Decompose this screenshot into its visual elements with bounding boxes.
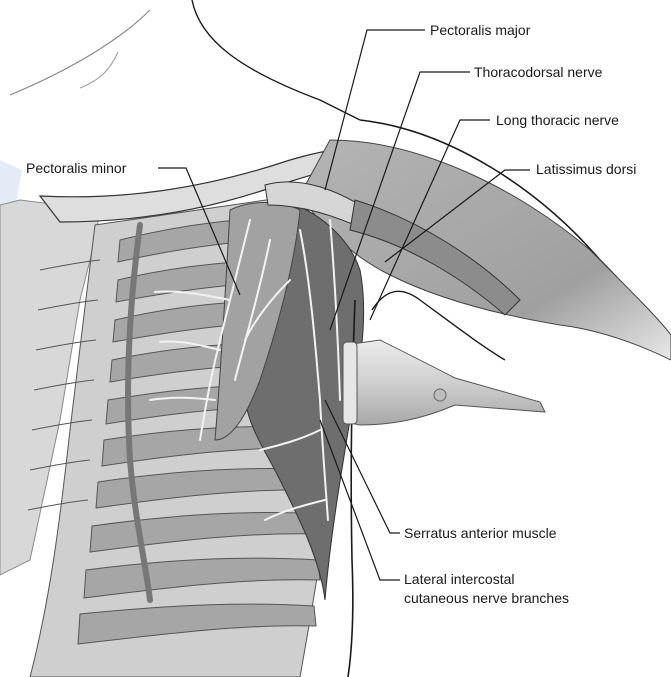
label-pectoralis-major: Pectoralis major — [430, 22, 530, 39]
ultrasound-probe — [343, 340, 545, 425]
label-serratus-anterior-muscle: Serratus anterior muscle — [404, 525, 557, 542]
label-pectoralis-minor: Pectoralis minor — [26, 160, 126, 177]
label-latissimus-dorsi: Latissimus dorsi — [536, 161, 636, 178]
neck-outline-left — [10, 10, 150, 95]
label-lateral-intercostal-line1: Lateral intercostal — [404, 571, 515, 588]
neck-outline-right — [192, 0, 360, 120]
label-thoracodorsal-nerve: Thoracodorsal nerve — [474, 64, 602, 81]
label-lateral-intercostal-line2: cutaneous nerve branches — [404, 590, 569, 607]
label-long-thoracic-nerve: Long thoracic nerve — [496, 112, 619, 129]
